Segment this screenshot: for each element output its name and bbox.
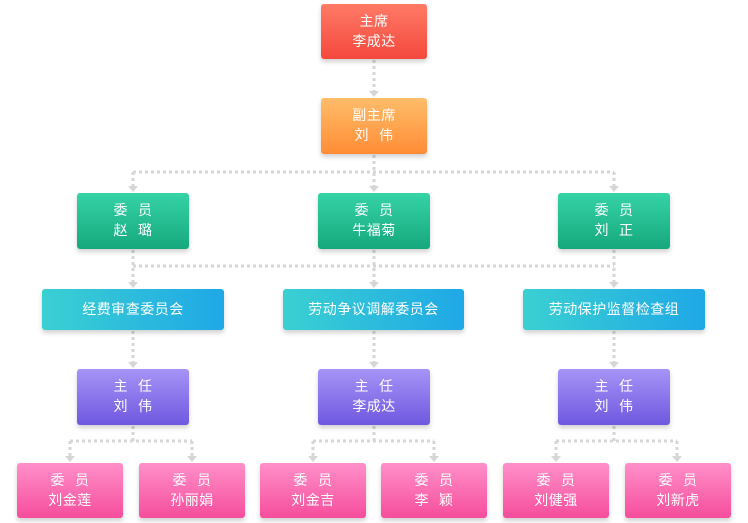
connector-arrow (308, 456, 318, 462)
connector-arrow (429, 456, 439, 462)
connector-arrow (609, 282, 619, 288)
committee-member-node-1: 委 员 刘金莲 (17, 463, 123, 518)
committee-member-name: 孙丽娟 (170, 492, 214, 509)
director-name: 刘 伟 (113, 399, 153, 415)
committee-member-name: 刘新虎 (656, 492, 700, 509)
committee-member-title: 委 员 (50, 472, 90, 489)
director-title: 主 任 (354, 379, 394, 395)
connector-arrow (187, 456, 197, 462)
director-name: 李成达 (352, 399, 396, 415)
committee-label: 经费审查委员会 (82, 301, 184, 318)
member-node-3: 委 员 刘 正 (558, 193, 670, 249)
connector-arrow (369, 186, 379, 192)
committee-member-name: 李 颖 (414, 492, 454, 509)
member-node-1: 委 员 赵 璐 (77, 193, 189, 249)
committee-node-3: 劳动保护监督检查组 (523, 289, 705, 330)
director-node-2: 主 任 李成达 (318, 369, 430, 425)
connector-arrow (65, 456, 75, 462)
committee-member-node-2: 委 员 孙丽娟 (139, 463, 245, 518)
committee-member-name: 刘健强 (534, 492, 578, 509)
vice-chairman-node: 副主席 刘 伟 (321, 98, 427, 154)
committee-member-name: 刘金吉 (291, 492, 335, 509)
director-node-1: 主 任 刘 伟 (77, 369, 189, 425)
member-title: 委 员 (594, 203, 634, 219)
director-title: 主 任 (594, 379, 634, 395)
connector-arrow (128, 282, 138, 288)
member-title: 委 员 (354, 203, 394, 219)
connector-arrow (609, 186, 619, 192)
member-name: 刘 正 (594, 223, 634, 239)
committee-member-node-3: 委 员 刘金吉 (260, 463, 366, 518)
committee-member-title: 委 员 (172, 472, 212, 489)
connector-arrow (672, 456, 682, 462)
chairman-name: 李成达 (352, 33, 396, 50)
committee-node-2: 劳动争议调解委员会 (283, 289, 464, 330)
vice-chairman-name: 刘 伟 (354, 128, 394, 144)
member-title: 委 员 (113, 203, 153, 219)
member-node-2: 委 员 牛福菊 (318, 193, 430, 249)
connector-arrow (369, 91, 379, 97)
committee-label: 劳动保护监督检查组 (548, 301, 680, 318)
connector-arrow (609, 362, 619, 368)
connector-arrow (369, 282, 379, 288)
director-node-3: 主 任 刘 伟 (558, 369, 670, 425)
committee-member-title: 委 员 (536, 472, 576, 489)
connector-arrow (128, 362, 138, 368)
committee-member-name: 刘金莲 (48, 492, 92, 509)
vice-chairman-title: 副主席 (352, 108, 396, 124)
connector-arrow (128, 186, 138, 192)
committee-member-node-4: 委 员 李 颖 (381, 463, 487, 518)
committee-member-title: 委 员 (414, 472, 454, 489)
member-name: 牛福菊 (352, 223, 396, 239)
committee-label: 劳动争议调解委员会 (308, 301, 439, 318)
connector-arrow (369, 362, 379, 368)
director-title: 主 任 (113, 379, 153, 395)
committee-member-title: 委 员 (658, 472, 698, 489)
chairman-title: 主席 (359, 13, 389, 30)
committee-member-node-6: 委 员 刘新虎 (625, 463, 731, 518)
chairman-node: 主席 李成达 (321, 4, 427, 59)
committee-member-title: 委 员 (293, 472, 333, 489)
connector-arrow (551, 456, 561, 462)
director-name: 刘 伟 (594, 399, 634, 415)
committee-node-1: 经费审查委员会 (42, 289, 224, 330)
member-name: 赵 璐 (113, 223, 153, 239)
committee-member-node-5: 委 员 刘健强 (503, 463, 609, 518)
